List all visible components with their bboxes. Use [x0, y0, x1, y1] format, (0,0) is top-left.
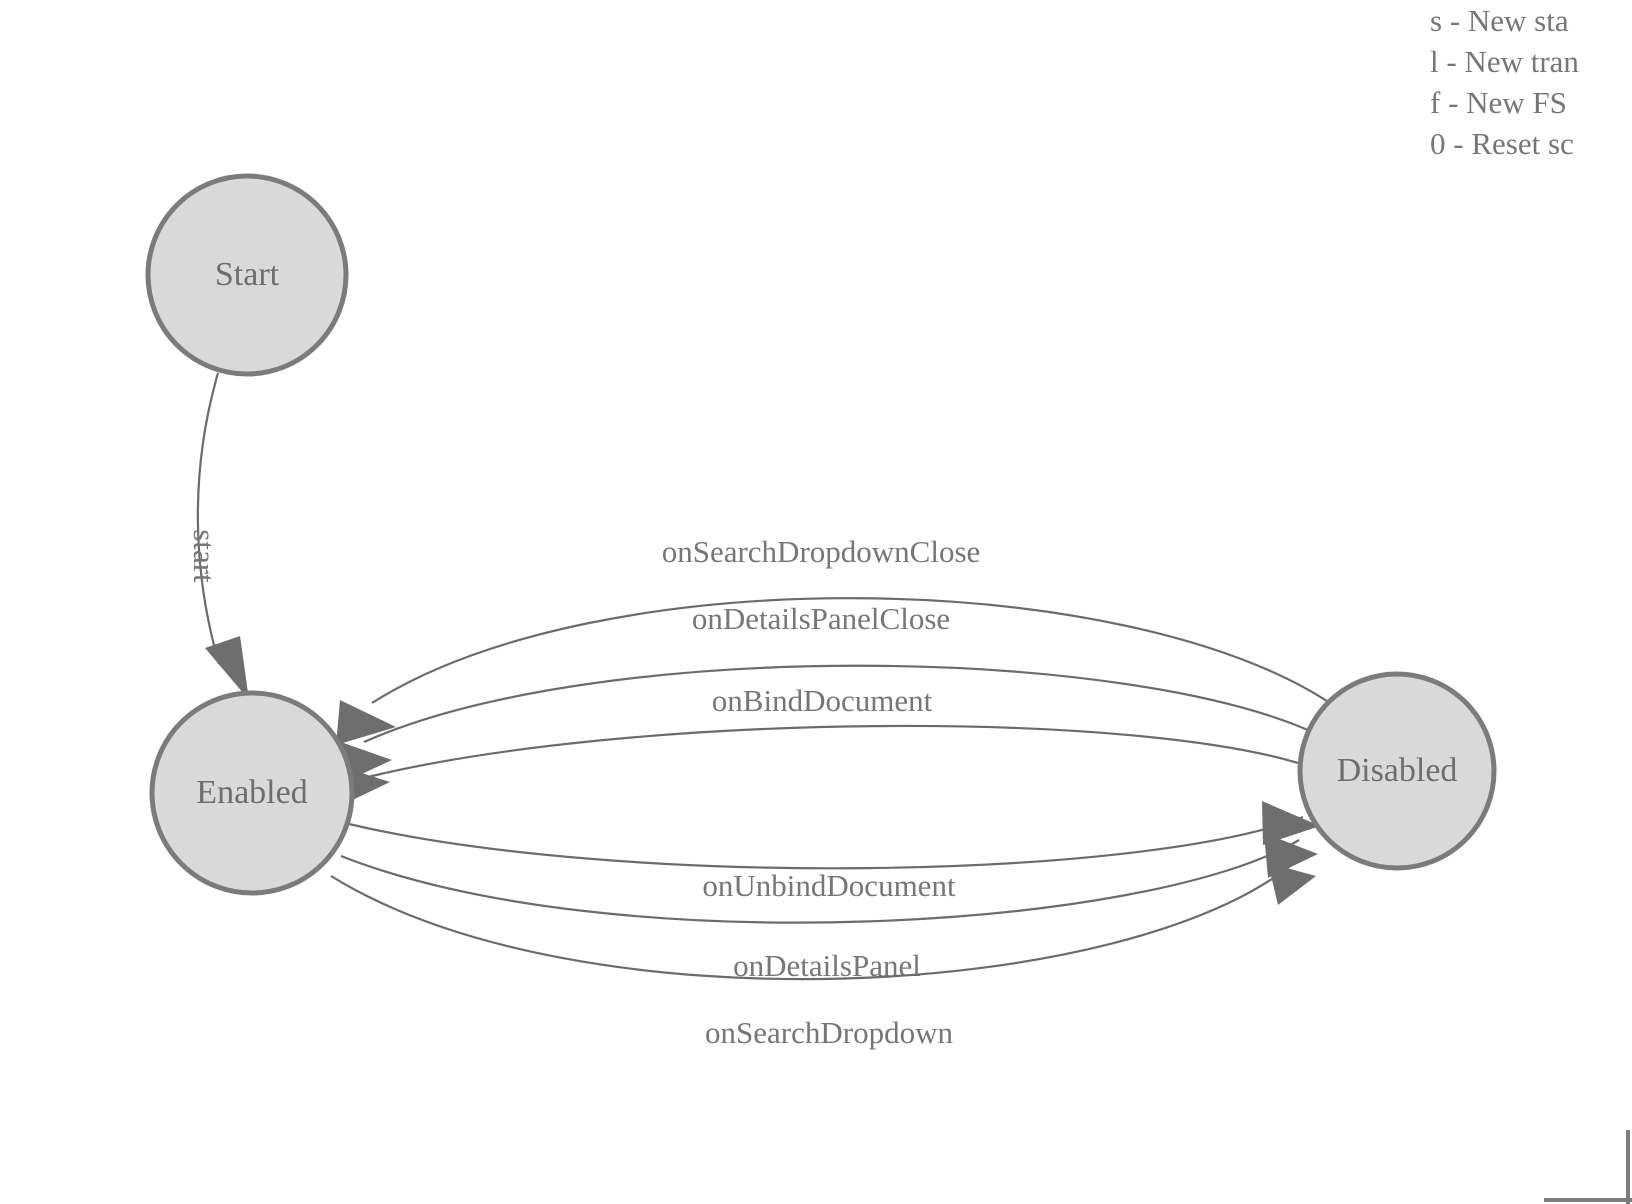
edge-start-enabled[interactable]: start	[187, 372, 249, 700]
node-disabled-circle[interactable]	[1297, 671, 1497, 871]
node-enabled-label: Enabled	[196, 774, 307, 811]
node-start-label: Start	[215, 256, 280, 293]
resize-handle[interactable]	[1544, 1128, 1632, 1204]
edge-arrowhead-onunbinddocument	[1262, 801, 1320, 845]
edge-path-ondetailspanelclose[interactable]	[363, 664, 1326, 744]
resize-handle-horizontal-bar	[1544, 1198, 1632, 1202]
edge-enabled-disabled-ondetailspanel[interactable]: onDetailsPanel	[340, 833, 1318, 983]
edge-arrowhead-onsearchdropdownclose	[336, 700, 396, 745]
edge-path-ondetailspanel[interactable]	[340, 839, 1300, 924]
edge-enabled-disabled-onunbinddocument[interactable]: onUnbindDocument	[348, 801, 1320, 903]
edge-path-onsearchdropdownclose[interactable]	[371, 597, 1334, 706]
node-start-circle[interactable]	[145, 173, 349, 377]
edge-path-onunbinddocument[interactable]	[348, 815, 1304, 870]
edge-disabled-enabled-onsearchdropdownclose[interactable]: onSearchDropdownClose	[336, 534, 1334, 745]
edge-label-start: start	[187, 529, 222, 583]
edge-label-onbinddocument: onBindDocument	[712, 683, 933, 718]
resize-handle-vertical-bar	[1626, 1130, 1630, 1204]
node-disabled[interactable]: Disabled	[1297, 671, 1497, 871]
edge-label-ondetailspanelclose: onDetailsPanelClose	[692, 601, 950, 636]
node-disabled-label: Disabled	[1337, 752, 1458, 789]
edge-arrowhead-onsearchdropdown	[1268, 863, 1316, 905]
node-start[interactable]: Start	[145, 173, 349, 377]
edge-path-onsearchdropdown[interactable]	[330, 861, 1296, 981]
edge-label-onsearchdropdownclose: onSearchDropdownClose	[662, 534, 981, 569]
edge-path-onbinddocument[interactable]	[355, 724, 1317, 782]
edge-disabled-enabled-ondetailspanelclose[interactable]: onDetailsPanelClose	[335, 601, 1326, 785]
edge-arrowhead-start-enabled	[205, 636, 249, 700]
edge-path-start-enabled[interactable]	[196, 372, 221, 665]
node-enabled-circle[interactable]	[149, 690, 355, 896]
edge-label-onunbinddocument: onUnbindDocument	[702, 868, 956, 903]
node-enabled[interactable]: Enabled	[149, 690, 355, 896]
edge-disabled-enabled-onbinddocument[interactable]: onBindDocument	[333, 683, 1317, 806]
edge-enabled-disabled-onsearchdropdown[interactable]: onSearchDropdown	[330, 861, 1316, 1050]
edge-label-onsearchdropdown: onSearchDropdown	[705, 1015, 953, 1050]
